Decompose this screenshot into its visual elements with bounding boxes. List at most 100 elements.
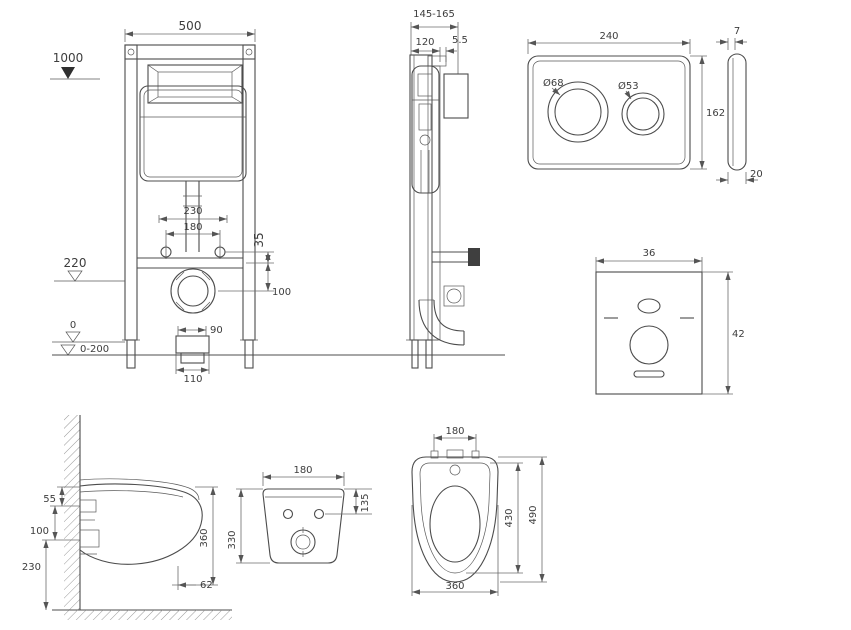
dim-label: 42 [732,329,745,340]
level-label: 0-200 [80,344,109,355]
dim-top-360: 360 [411,505,499,596]
view-frame-side: 145-165 120 5.5 [406,9,480,369]
dim-label: 240 [599,31,618,42]
bottom-slot [633,370,665,378]
frame-top-bar [124,44,256,60]
dim-plate-height: 162 [690,55,725,170]
dim-label: 490 [528,505,539,524]
bolt-hole-icon [245,48,253,56]
dim-plate-thickness: 7 [716,26,747,50]
sound-mat-body [595,271,703,395]
dim-label: Ø53 [618,80,639,92]
mount-hole-icon [313,508,325,520]
dim-label: 230 [22,562,41,573]
big-flush-button [547,81,609,143]
view-bowl-top: 180 430 490 360 [411,426,547,596]
dim-plate-depth: 20 [716,169,763,184]
level-mark-zero: 0 [52,320,125,343]
drain-cutout [629,325,669,365]
dim-label: 180 [293,465,312,476]
view-frame-front: 500 1000 [50,19,505,385]
dim-label: 7 [734,26,740,37]
level-label: 0 [70,320,76,331]
dim-offset-100: 100 [218,263,291,298]
fixing-bolts [160,245,226,259]
dim-top-430: 430 [466,462,523,574]
dim-label: 120 [415,37,434,48]
dim-label: 500 [179,19,202,33]
level-label: 220 [64,256,87,270]
dim-label: 62 [200,580,213,591]
dim-label: 20 [750,169,763,180]
dim-small-button: Ø53 [618,80,639,100]
dim-label: 90 [210,325,223,336]
dim-frame-width: 500 [124,19,256,42]
level-mark-adjustable: 0-200 [60,344,109,356]
level-mark-220: 220 [54,256,125,282]
dim-label: 55 [43,494,56,505]
dim-side-62: 62 [177,566,213,591]
bowl-back-body [262,488,345,564]
flush-plate-face [527,55,691,170]
dim-label: Ø68 [543,77,564,89]
dim-rail-5-5: 5.5 [445,35,468,62]
view-bowl-side: 55 100 230 360 62 [22,415,232,620]
flush-plate-side-profile [727,53,747,171]
dim-label: 180 [183,222,202,233]
drain-hole-icon [290,529,316,555]
dim-side-230: 230 [22,540,49,610]
dim-frame-depth-120: 120 [411,37,441,62]
dim-label: 360 [445,581,464,592]
level-triangle-filled [61,67,75,79]
cistern-side-profile [411,65,440,194]
dim-label: 100 [272,287,291,298]
top-cutout [637,298,661,314]
outlet-assembly [175,335,210,364]
level-label: 1000 [53,51,84,65]
dim-label: 100 [30,526,49,537]
frame-right-foot [244,339,254,369]
bracket-end-block [468,248,480,266]
wall-hatch [64,415,80,610]
dim-top-490: 490 [498,456,547,583]
dim-mat-width: 36 [595,248,703,272]
dim-label: 180 [445,426,464,437]
level-mark-1000: 1000 [50,51,100,80]
dim-label: 135 [360,493,371,512]
dim-label: 230 [183,206,202,217]
small-flush-button [621,92,665,136]
dim-outlet-90: 90 [177,325,223,336]
flush-plate-bracket [147,64,243,104]
dim-label: 5.5 [452,35,468,46]
mount-hole-icon [282,508,294,520]
dim-big-button: Ø68 [543,77,564,96]
dim-label: 110 [183,374,202,385]
dim-label: 330 [227,530,238,549]
dim-depth-range: 145-165 [410,9,459,74]
frame-left-foot [126,339,136,369]
dim-label: 430 [504,508,515,527]
bowl-top-body [411,449,499,583]
drain-collar [170,268,216,314]
dim-label: 36 [643,248,656,259]
dim-label: 145-165 [413,9,455,20]
frame-side-foot [425,339,433,369]
view-sound-mat: 36 42 [595,248,745,395]
bolt-hole-icon [127,48,135,56]
dim-back-330: 330 [227,488,270,564]
dim-outlet-110: 110 [175,353,210,385]
hinge-tab-icon [471,450,480,459]
dim-label: 360 [199,528,210,547]
dim-back-135: 135 [325,488,372,515]
view-bowl-back: 180 135 330 [227,465,372,564]
frame-side-foot [411,339,419,369]
view-flush-plate: 240 Ø68 Ø53 162 [527,26,763,184]
drain-bend-pipe [418,299,465,346]
frame-left-rail [124,44,138,341]
dim-hinge-spacing: 180 [433,426,477,451]
hinge-tab-icon [430,450,439,459]
dim-mat-height: 42 [702,271,745,395]
frame-structure [122,44,258,369]
